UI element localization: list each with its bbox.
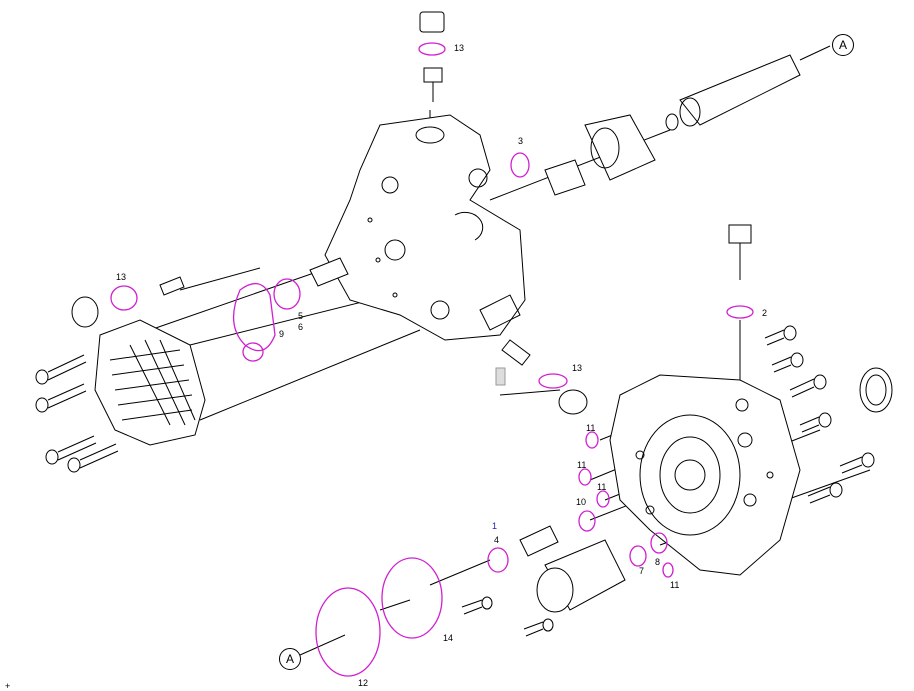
upper-pump-housing xyxy=(324,114,526,341)
part-label-9: 9 xyxy=(279,329,285,339)
part-label-11-c: 11 xyxy=(597,482,607,492)
part-label-11-b: 11 xyxy=(577,460,587,470)
seals xyxy=(110,42,754,677)
part-label-7: 7 xyxy=(639,566,645,576)
part-label-3: 3 xyxy=(518,136,524,146)
callout-a-top: A xyxy=(832,34,854,56)
lower-pump-housing xyxy=(609,374,801,576)
corner-mark: + xyxy=(5,681,11,691)
part-label-8: 8 xyxy=(655,557,661,567)
part-label-13-middle: 13 xyxy=(572,363,583,373)
callout-a-bottom: A xyxy=(279,648,301,670)
part-label-13-left: 13 xyxy=(116,272,127,282)
fittings xyxy=(71,11,893,613)
rear-cover xyxy=(94,319,206,446)
part-label-13-top: 13 xyxy=(454,43,465,53)
part-label-11-d: 11 xyxy=(670,580,680,590)
part-label-11-a: 11 xyxy=(586,423,596,433)
part-label-5: 5 xyxy=(298,311,304,321)
part-label-6: 6 xyxy=(298,322,304,332)
part-label-14: 14 xyxy=(443,633,454,643)
marker-block xyxy=(495,367,506,386)
part-label-10: 10 xyxy=(576,497,587,507)
bolts xyxy=(35,325,875,637)
part-label-12: 12 xyxy=(358,678,369,688)
part-label-2: 2 xyxy=(762,308,768,318)
part-label-4: 4 xyxy=(494,535,500,545)
part-label-1: 1 xyxy=(492,521,498,531)
